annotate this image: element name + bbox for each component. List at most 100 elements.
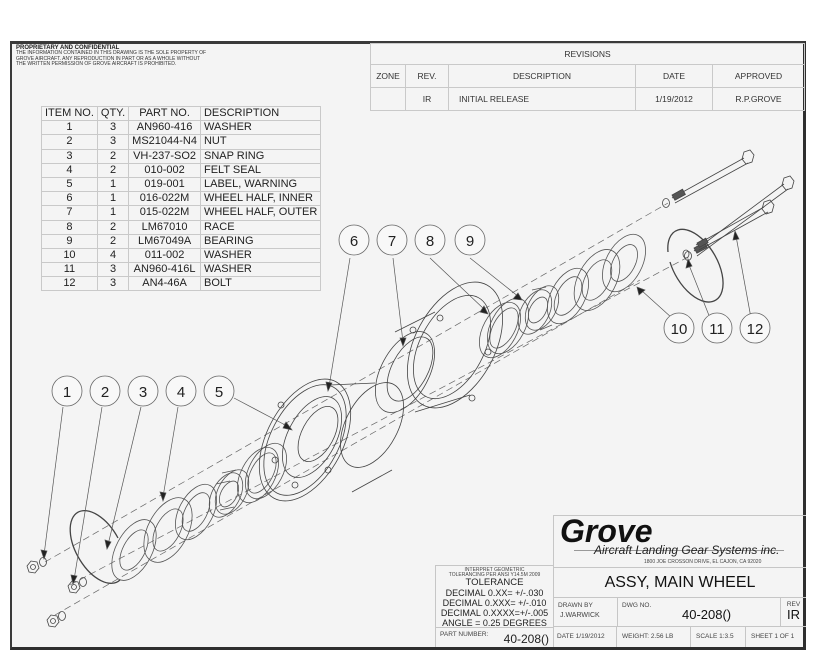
svg-text:6: 6 <box>350 233 358 250</box>
svg-text:12: 12 <box>747 321 764 338</box>
tolerance-title: TOLERANCE <box>465 577 524 588</box>
bom-part: AN960-416L <box>128 262 201 278</box>
dwg-no-label: DWG NO. <box>622 602 652 609</box>
rev-header-description: DESCRIPTION <box>448 64 636 88</box>
rev-rev: IR <box>405 87 449 111</box>
bom-desc: BOLT <box>199 276 322 292</box>
part-number-value: 40-208() <box>503 632 549 646</box>
bom-qty: 1 <box>96 205 130 221</box>
drawing-title: ASSY, MAIN WHEEL <box>604 574 756 591</box>
dwg-no-cell: DWG NO. 40-208() <box>618 598 781 627</box>
rev-header-date: DATE <box>635 64 713 88</box>
callout-2: 2 <box>89 375 121 407</box>
logo-underline <box>574 550 784 551</box>
bom-qty: 2 <box>96 162 130 178</box>
tolerance-line: DECIMAL 0.XX= +/-.030 <box>445 588 544 598</box>
svg-text:11: 11 <box>709 321 725 338</box>
bom-qty: 3 <box>96 134 130 150</box>
tolerance-line: ANGLE = 0.25 DEGREES <box>442 618 547 628</box>
callout-10: 10 <box>663 312 695 344</box>
svg-text:2: 2 <box>101 384 109 401</box>
callout-11: 11 <box>701 312 733 344</box>
callout-balloons: 1 2 3 4 5 6 7 8 9 10 11 12 <box>51 224 771 407</box>
date-cell: DATE 1/19/2012 <box>553 627 617 647</box>
callout-9: 9 <box>454 224 486 256</box>
bom-desc: WASHER <box>199 120 322 136</box>
bom-qty: 3 <box>96 120 130 136</box>
svg-text:9: 9 <box>466 233 474 250</box>
weight-cell: WEIGHT: 2.56 LB <box>617 627 691 647</box>
bom-part: 011-002 <box>128 247 201 264</box>
bom-qty: 1 <box>96 191 130 207</box>
bom-item: 12 <box>41 276 98 292</box>
bom-qty: 2 <box>96 219 130 235</box>
bolt-set <box>662 149 795 261</box>
bom-desc: WASHER <box>199 262 322 278</box>
bom-desc: RACE <box>199 219 322 235</box>
nut-washer-set <box>26 557 87 628</box>
company-subtitle: Aircraft Landing Gear Systems inc. <box>594 543 780 557</box>
bom-qty: 2 <box>96 148 130 164</box>
leader-lines <box>40 229 752 586</box>
tolerance-note-2: TOLERANCING PER ANSI Y14.5M 2009 <box>448 572 541 578</box>
proprietary-line: THE INFORMATION CONTAINED IN THIS DRAWIN… <box>16 50 207 57</box>
callout-7: 7 <box>376 224 408 256</box>
svg-text:5: 5 <box>215 384 223 401</box>
rev-header-rev: REV. <box>405 64 449 88</box>
company-block: Grove Aircraft Landing Gear Systems inc.… <box>553 513 806 568</box>
bom-desc: BEARING <box>199 233 322 249</box>
dwg-no-value: 40-208() <box>682 607 732 622</box>
washer-seal-right <box>547 233 646 325</box>
company-logo: Grove <box>560 513 653 549</box>
bearing-left <box>208 469 250 518</box>
svg-text:10: 10 <box>671 321 688 338</box>
bom-desc: LABEL, WARNING <box>199 176 322 193</box>
tolerance-block: INTERPRET GEOMETRIC TOLERANCING PER ANSI… <box>435 565 553 628</box>
proprietary-line: GROVE AIRCRAFT. ANY REPRODUCTION IN PART… <box>16 55 201 62</box>
svg-text:3: 3 <box>139 384 147 401</box>
callout-12: 12 <box>739 312 771 344</box>
rev-value: IR <box>787 607 800 622</box>
drawing-title-cell: ASSY, MAIN WHEEL <box>553 568 806 598</box>
proprietary-line: THE WRITTEN PERMISSION OF GROVE AIRCRAFT… <box>16 61 177 68</box>
tolerance-note-1: INTERPRET GEOMETRIC <box>464 567 525 573</box>
bom-qty: 3 <box>96 276 130 292</box>
callout-5: 5 <box>203 375 235 407</box>
race-right <box>479 297 529 359</box>
bom-qty: 2 <box>96 233 130 249</box>
rev-zone <box>370 87 406 111</box>
rev-header-approved: APPROVED <box>712 64 805 88</box>
revisions-table: REVISIONS ZONE REV. DESCRIPTION DATE APP… <box>370 43 805 111</box>
drawn-by-label: DRAWN BY <box>558 602 593 609</box>
drawn-by-value: J.WARWICK <box>560 612 600 619</box>
bom-part: 016-022M <box>128 191 201 207</box>
bom-part: MS21044-N4 <box>128 134 201 150</box>
rev-approved: R.P.GROVE <box>712 87 805 111</box>
rev-date: 1/19/2012 <box>635 87 713 111</box>
rev-label: REV <box>786 601 801 608</box>
bom-part: 015-022M <box>128 205 201 221</box>
sheet-cell: SHEET 1 OF 1 <box>751 633 795 640</box>
bom-header-qty: QTY. <box>96 105 130 122</box>
bom-desc: NUT <box>199 134 322 150</box>
felt-seal-left <box>111 483 217 581</box>
rev-cell: REV IR <box>781 598 806 627</box>
race-left <box>237 442 287 504</box>
company-address: 1800 JOE CROSSON DRIVE, EL CAJON, CA 920… <box>644 559 762 565</box>
bom-part: VH-237-SO2 <box>128 148 201 164</box>
snap-ring <box>69 509 121 584</box>
bom-desc: WHEEL HALF, INNER <box>199 191 322 207</box>
bom-desc: WHEEL HALF, OUTER <box>199 205 322 221</box>
bom-part: LM67010 <box>128 219 201 235</box>
tolerance-line: DECIMAL 0.XXXX=+/-.005 <box>440 608 549 618</box>
